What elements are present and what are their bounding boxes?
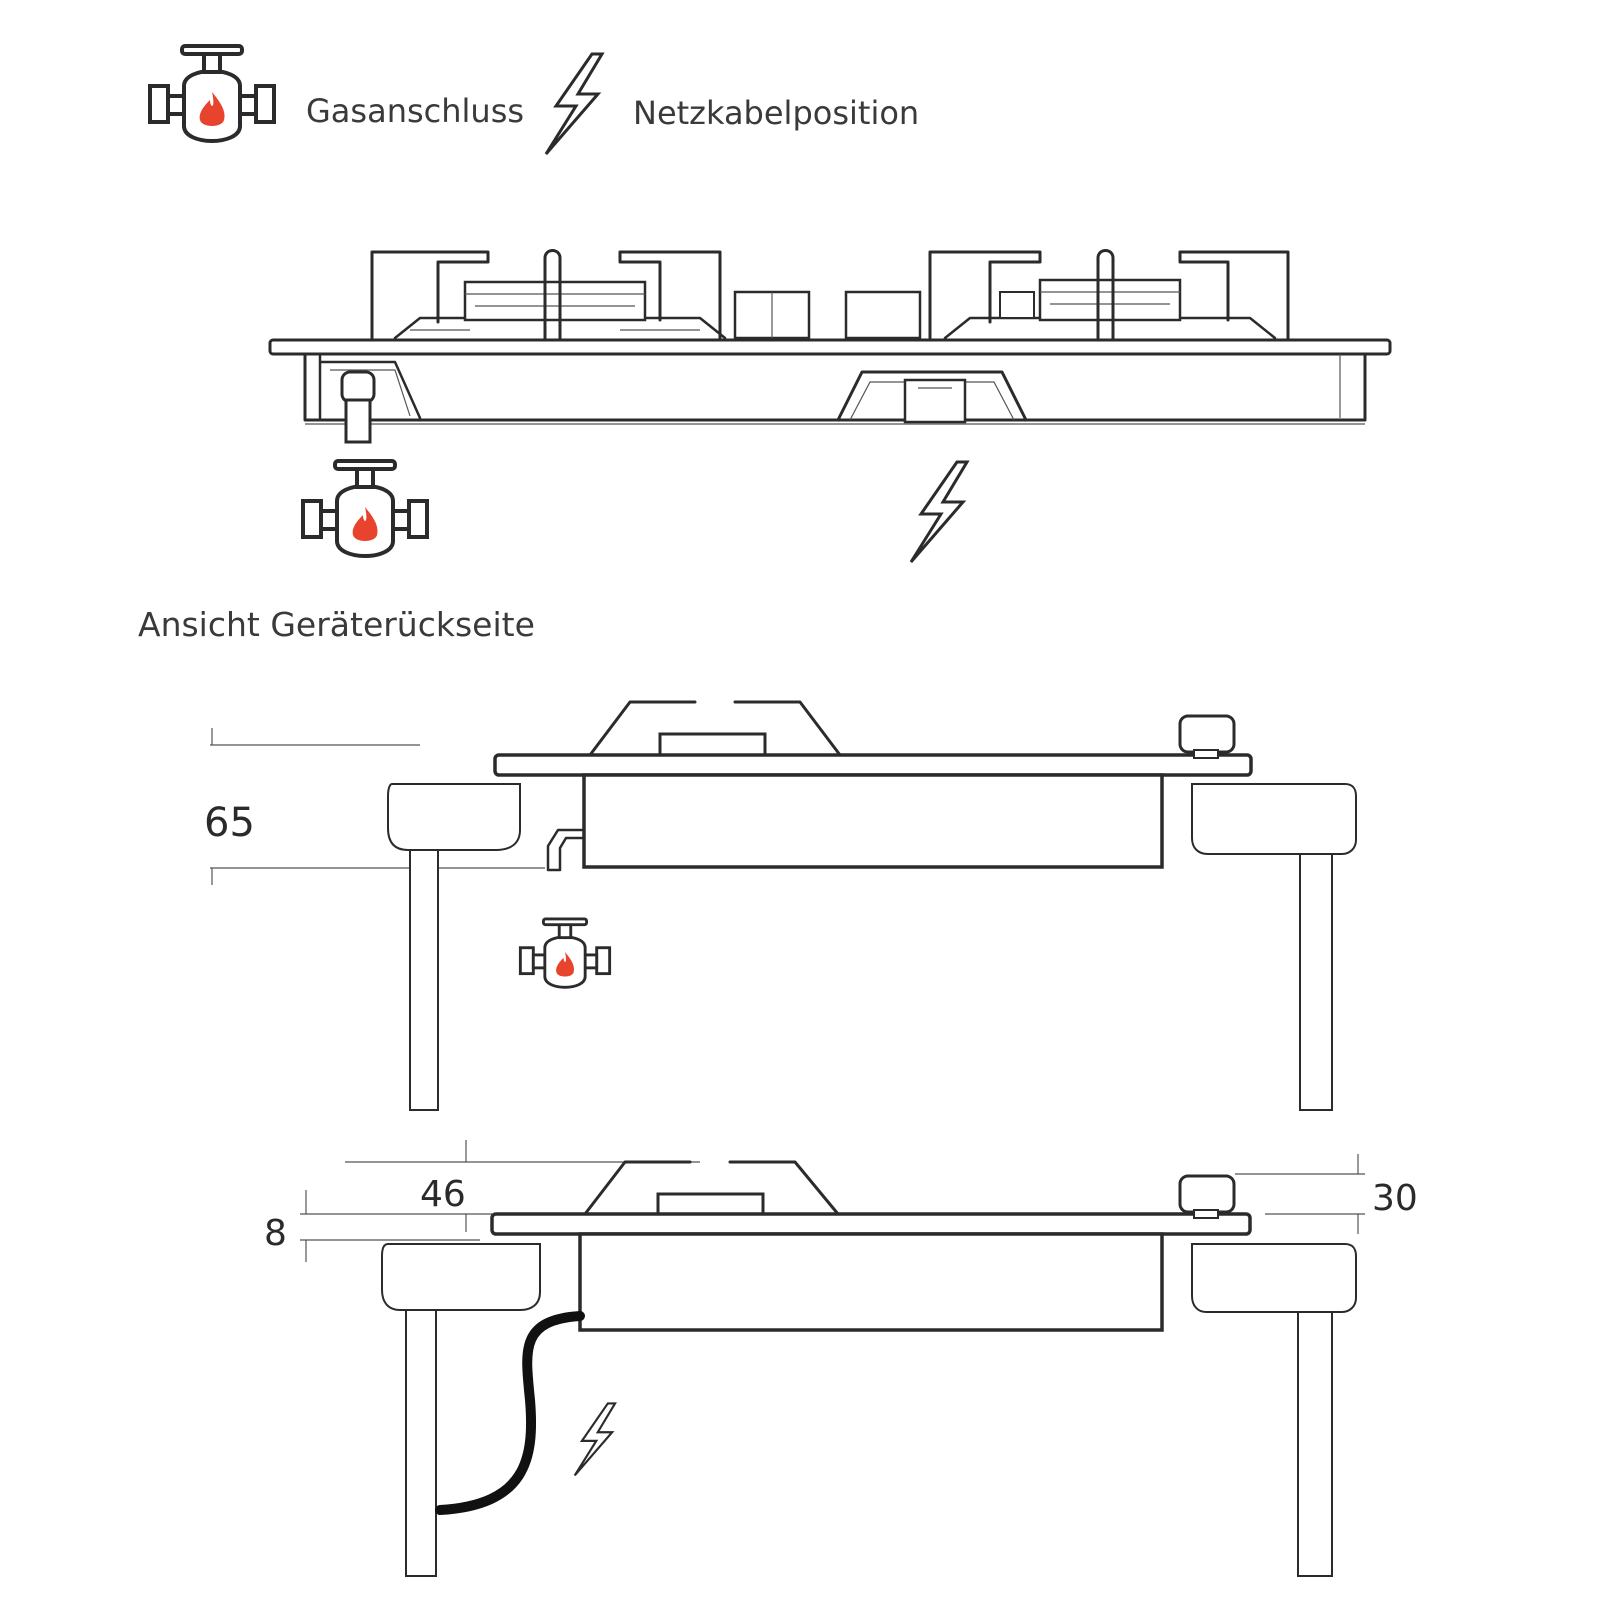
legend-gas-label: Gasanschluss [306,92,524,130]
rear-view-hob [268,249,1392,564]
lightning-icon [544,52,604,156]
gas-valve-icon [148,44,276,143]
rear-view-caption: Ansicht Geräterückseite [138,605,535,644]
dim-46: 46 [420,1174,466,1215]
burner-right [928,249,1290,340]
side-view-gas: 65 [204,700,1357,1111]
power-cable [435,1311,585,1515]
lightning-icon-rear [909,460,969,564]
legend: Gasanschluss Netzkabelposition [148,44,919,156]
legend-power-label: Netzkabelposition [633,94,919,132]
dim-30: 30 [1372,1178,1418,1219]
gas-valve-icon-rear [301,459,429,558]
gas-valve-icon-side [518,917,612,989]
burner-left [370,249,727,340]
side-view-power: 46 8 30 [264,1140,1418,1577]
dim-8: 8 [264,1213,287,1254]
dim-height-65: 65 [204,800,255,846]
lightning-icon-side [573,1402,617,1477]
knob-right [844,290,922,340]
